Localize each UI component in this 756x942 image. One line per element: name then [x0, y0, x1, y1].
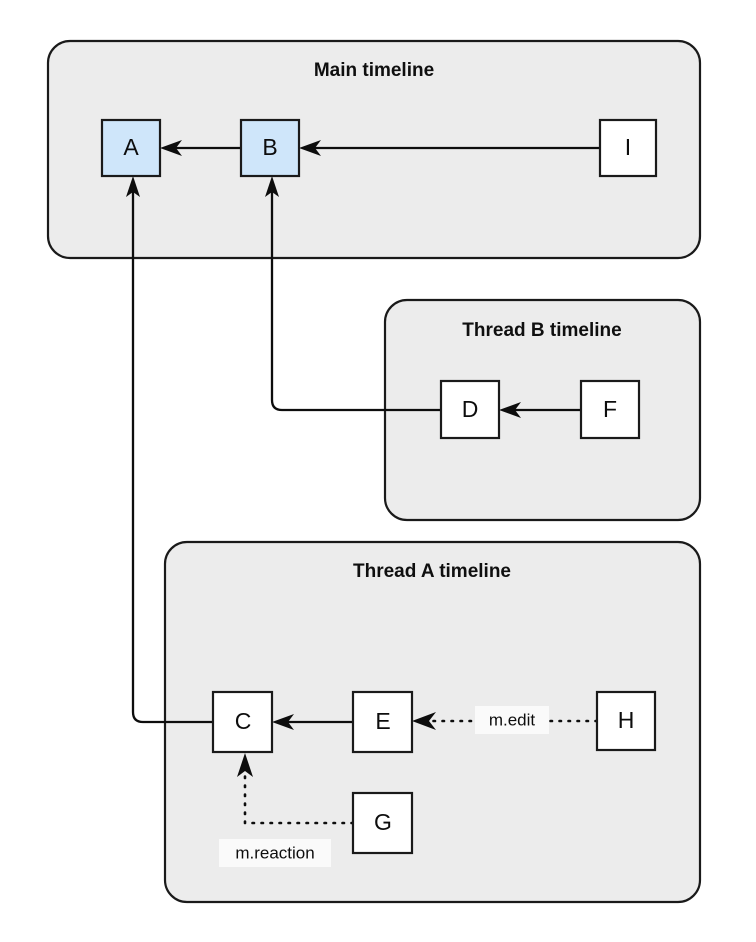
- node-D-label: D: [462, 396, 479, 422]
- edge-H-to-E[interactable]: [412, 712, 599, 730]
- node-A-rect: [100, 118, 162, 178]
- node-H[interactable]: H: [595, 690, 657, 752]
- node-E[interactable]: E: [351, 690, 414, 754]
- node-C[interactable]: C: [211, 690, 274, 754]
- node-G-rect: [351, 791, 414, 855]
- edge-B-to-A-arrowhead: [160, 140, 182, 156]
- edge-I-to-B[interactable]: [299, 140, 600, 156]
- node-C-rect: [211, 690, 274, 754]
- node-F-rect: [579, 379, 641, 440]
- node-E-label: E: [375, 708, 390, 734]
- edge-B-to-A[interactable]: [160, 140, 241, 156]
- node-F-label: F: [603, 396, 617, 422]
- node-H-label: H: [618, 707, 635, 733]
- node-B-rect: [239, 118, 301, 178]
- group-main-timeline[interactable]: Main timeline: [46, 39, 702, 260]
- node-H-rect: [595, 690, 657, 752]
- node-I-rect: [598, 118, 658, 178]
- group-main-timeline-rect: [46, 39, 702, 260]
- node-A[interactable]: A: [100, 118, 162, 178]
- edge-G-to-C-path: [243, 768, 355, 825]
- edge-H-to-E-arrowhead: [412, 712, 436, 730]
- edge-D-to-B-path: [270, 190, 441, 412]
- edge-D-to-B[interactable]: [265, 176, 441, 412]
- edge-G-to-C-arrowhead: [237, 753, 253, 777]
- edge-E-to-C-arrowhead: [272, 714, 294, 730]
- node-D[interactable]: D: [439, 379, 501, 440]
- edge-E-to-C[interactable]: [272, 714, 353, 730]
- edge-C-to-A[interactable]: [126, 176, 213, 724]
- node-I-label: I: [625, 134, 631, 160]
- edge-label-m-edit: m.edit: [475, 706, 549, 734]
- edge-D-to-B-arrowhead: [265, 176, 279, 197]
- node-G-label: G: [374, 809, 392, 835]
- edge-F-to-D[interactable]: [499, 402, 581, 418]
- node-B[interactable]: B: [239, 118, 301, 178]
- node-D-rect: [439, 379, 501, 440]
- edge-label-m-edit-bg: [475, 706, 549, 734]
- edge-C-to-A-path: [131, 190, 213, 724]
- edge-I-to-B-arrowhead: [299, 140, 321, 156]
- edge-label-m-reaction-bg: [219, 839, 331, 867]
- node-I[interactable]: I: [598, 118, 658, 178]
- node-G[interactable]: G: [351, 791, 414, 855]
- node-B-label: B: [262, 134, 277, 160]
- group-thread-b-timeline-title: Thread B timeline: [462, 320, 621, 341]
- edge-label-m-reaction: m.reaction: [219, 839, 331, 867]
- edge-C-to-A-arrowhead: [126, 176, 140, 197]
- edge-G-to-C[interactable]: [237, 753, 355, 825]
- edge-label-m-reaction-text: m.reaction: [235, 843, 314, 862]
- node-E-rect: [351, 690, 414, 754]
- group-main-timeline-title: Main timeline: [314, 60, 434, 81]
- node-C-label: C: [235, 708, 252, 734]
- edge-F-to-D-arrowhead: [499, 402, 521, 418]
- group-thread-a-timeline-title: Thread A timeline: [353, 561, 511, 582]
- node-A-label: A: [123, 134, 139, 160]
- node-F[interactable]: F: [579, 379, 641, 440]
- edge-label-m-edit-text: m.edit: [489, 710, 536, 729]
